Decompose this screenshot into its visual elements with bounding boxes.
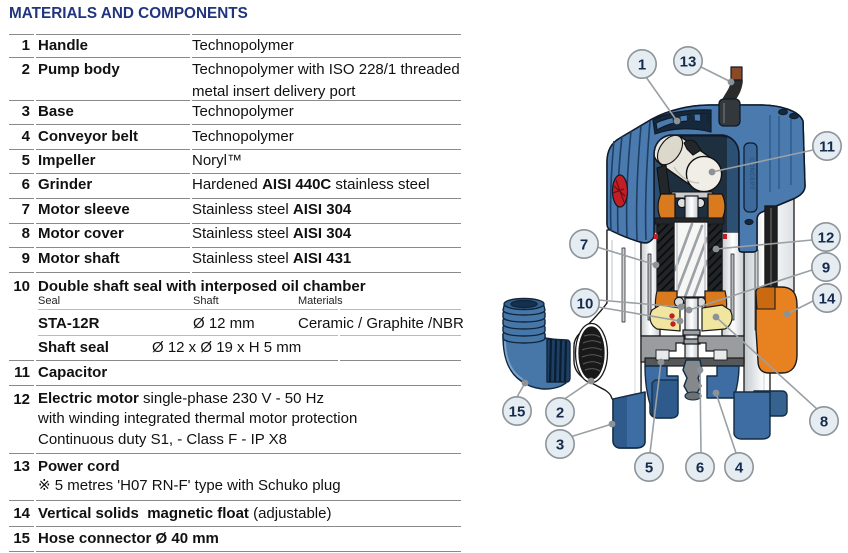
- svg-text:CONCEPT: CONCEPT: [748, 158, 754, 190]
- svg-text:2: 2: [556, 405, 564, 422]
- svg-text:7: 7: [580, 237, 588, 254]
- svg-text:3: 3: [556, 437, 564, 454]
- svg-text:15: 15: [509, 404, 526, 421]
- svg-text:13: 13: [680, 54, 697, 71]
- svg-text:11: 11: [819, 139, 835, 156]
- svg-text:14: 14: [819, 291, 836, 308]
- svg-text:4: 4: [735, 460, 744, 477]
- svg-text:5: 5: [645, 460, 653, 477]
- svg-text:12: 12: [818, 230, 835, 247]
- svg-text:1: 1: [638, 57, 646, 74]
- svg-text:10: 10: [577, 296, 594, 313]
- svg-text:6: 6: [696, 460, 704, 477]
- svg-text:8: 8: [820, 414, 828, 431]
- svg-text:9: 9: [822, 260, 830, 277]
